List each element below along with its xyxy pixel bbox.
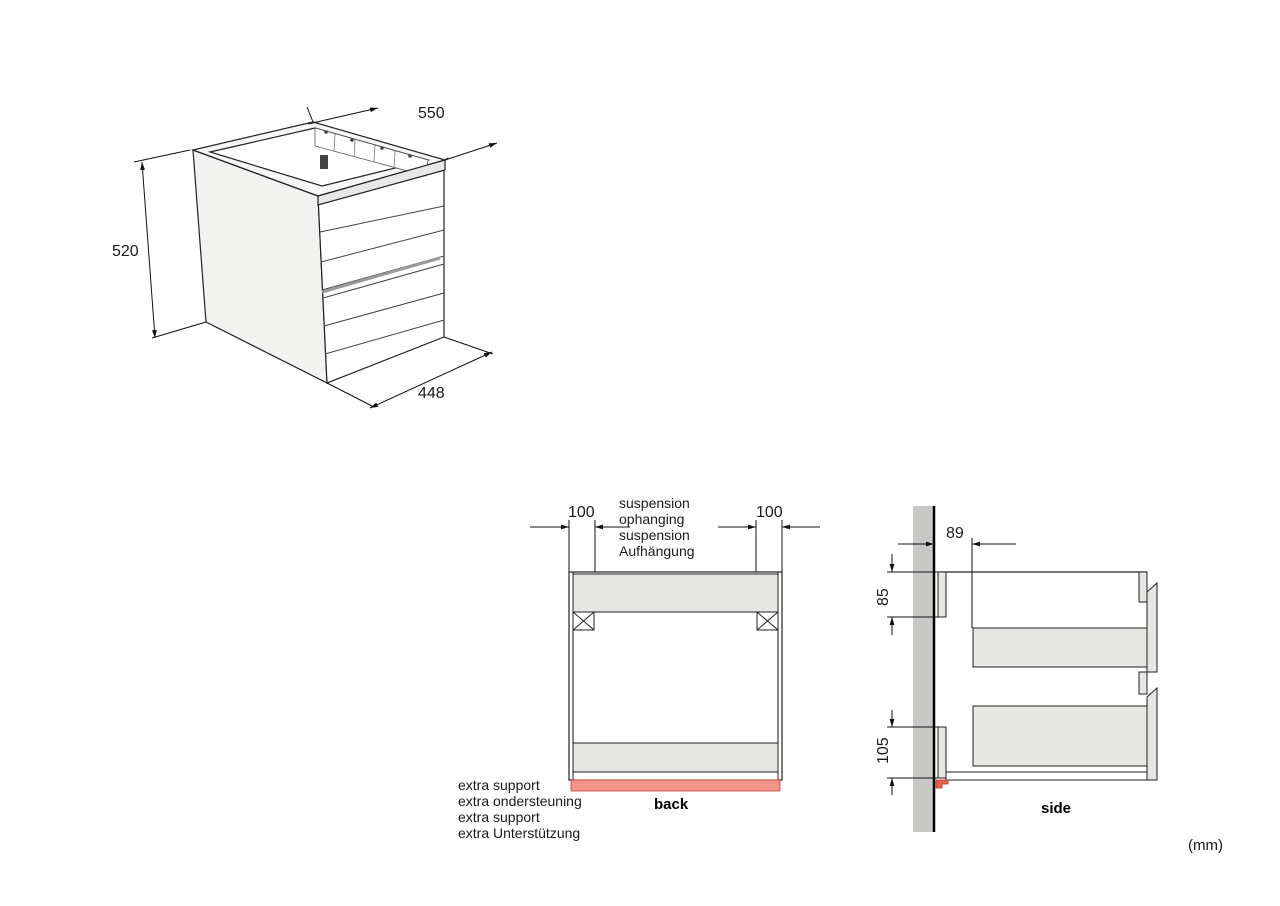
back-dim-right-label: 100 xyxy=(756,504,783,521)
back-bottom-rail xyxy=(572,742,779,773)
dim-height-label: 520 xyxy=(112,243,139,260)
side-dim-bottom-label: 105 xyxy=(875,737,892,764)
extra-support-bar xyxy=(570,779,781,792)
suspension-label-de: Aufhängung xyxy=(619,543,695,559)
dim-width-label: 550 xyxy=(418,105,445,122)
inner-hardware xyxy=(320,130,412,169)
isometric-cabinet-view: 550 520 448 xyxy=(112,105,498,409)
side-lower-drawer-front xyxy=(1146,686,1158,781)
suspension-label-fr: suspension xyxy=(619,527,690,543)
support-label-nl: extra ondersteuning xyxy=(458,793,582,809)
hanging-bracket-right xyxy=(756,611,779,631)
drawer-handle-recess xyxy=(321,256,441,294)
dim-line-depth xyxy=(369,351,493,409)
side-dim-offset-label: 89 xyxy=(946,525,964,542)
back-dim-left-label: 100 xyxy=(568,504,595,521)
side-view-title: side xyxy=(1041,800,1071,817)
support-label-en: extra support xyxy=(458,777,540,793)
dim-line-height xyxy=(140,161,157,339)
support-label-de: extra Unterstützung xyxy=(458,825,580,841)
side-lower-drawer xyxy=(972,705,1148,767)
side-wall xyxy=(913,506,933,832)
support-label-fr: extra support xyxy=(458,809,540,825)
back-view-title: back xyxy=(654,796,689,813)
side-back-rail-bottom xyxy=(937,726,947,779)
cabinet-inner-back xyxy=(314,127,429,177)
suspension-label-en: suspension xyxy=(619,495,690,511)
side-support-bracket xyxy=(935,779,949,789)
side-view: 89 85 105 side xyxy=(875,506,1158,832)
inner-slats xyxy=(333,133,396,169)
side-dim-top-label: 85 xyxy=(875,588,892,606)
back-view: 100 100 suspension ophanging suspension … xyxy=(458,495,820,841)
side-bottom-panel xyxy=(945,771,1148,781)
side-upper-drawer-front xyxy=(1146,581,1158,673)
suspension-label-nl: ophanging xyxy=(619,511,684,527)
side-back-rail-top xyxy=(937,571,947,618)
side-upper-drawer xyxy=(972,627,1148,668)
cabinet-top-edge xyxy=(317,159,446,206)
dim-depth-label: 448 xyxy=(418,385,445,402)
dim-line-width xyxy=(307,107,379,125)
hanging-bracket-left xyxy=(572,611,595,631)
units-label: (mm) xyxy=(1188,837,1223,854)
back-top-rail xyxy=(572,573,779,613)
